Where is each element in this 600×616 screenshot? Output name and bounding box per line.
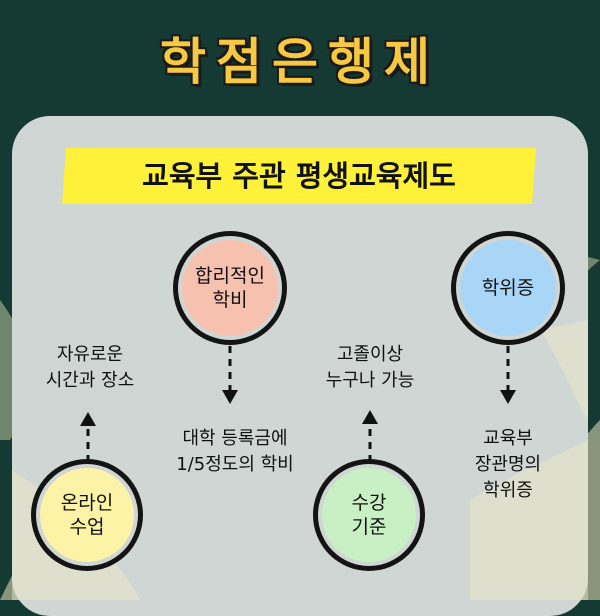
admission-description: 고졸이상 누구나 가능	[300, 342, 440, 394]
degree-desc-line1: 교육부	[483, 428, 533, 449]
tuition-desc-line1: 대학 등록금에	[182, 428, 288, 449]
admission-desc-line2: 누구나 가능	[325, 370, 415, 391]
banner-text: 교육부 주관 평생교육제도	[142, 159, 456, 193]
node-admission-criteria: 수강 기준	[322, 468, 416, 562]
online-desc-line2: 시간과 장소	[45, 370, 135, 391]
degree-desc-line2: 장관명의	[474, 454, 542, 475]
node-online-line2: 수업	[69, 516, 105, 538]
tuition-description: 대학 등록금에 1/5정도의 학비	[150, 426, 320, 478]
degree-description: 교육부 장관명의 학위증	[440, 426, 576, 504]
degree-desc-line3: 학위증	[483, 480, 533, 501]
node-degree-line1: 학위증	[481, 277, 535, 299]
online-description: 자유로운 시간과 장소	[20, 342, 160, 394]
node-online-line1: 온라인	[60, 492, 114, 514]
node-degree-certificate: 학위증	[460, 240, 556, 336]
page-title: 학점은행제	[160, 33, 440, 91]
node-admission-line2: 기준	[351, 516, 387, 538]
node-online-class: 온라인 수업	[40, 468, 134, 562]
node-tuition-line1: 합리적인	[195, 265, 265, 287]
node-admission-line1: 수강	[351, 492, 387, 514]
tuition-desc-line2: 1/5정도의 학비	[176, 454, 294, 475]
node-tuition-line2: 학비	[212, 289, 248, 311]
online-desc-line1: 자유로운	[56, 344, 124, 365]
admission-desc-line1: 고졸이상	[336, 344, 404, 365]
node-reasonable-tuition: 합리적인 학비	[182, 240, 278, 336]
